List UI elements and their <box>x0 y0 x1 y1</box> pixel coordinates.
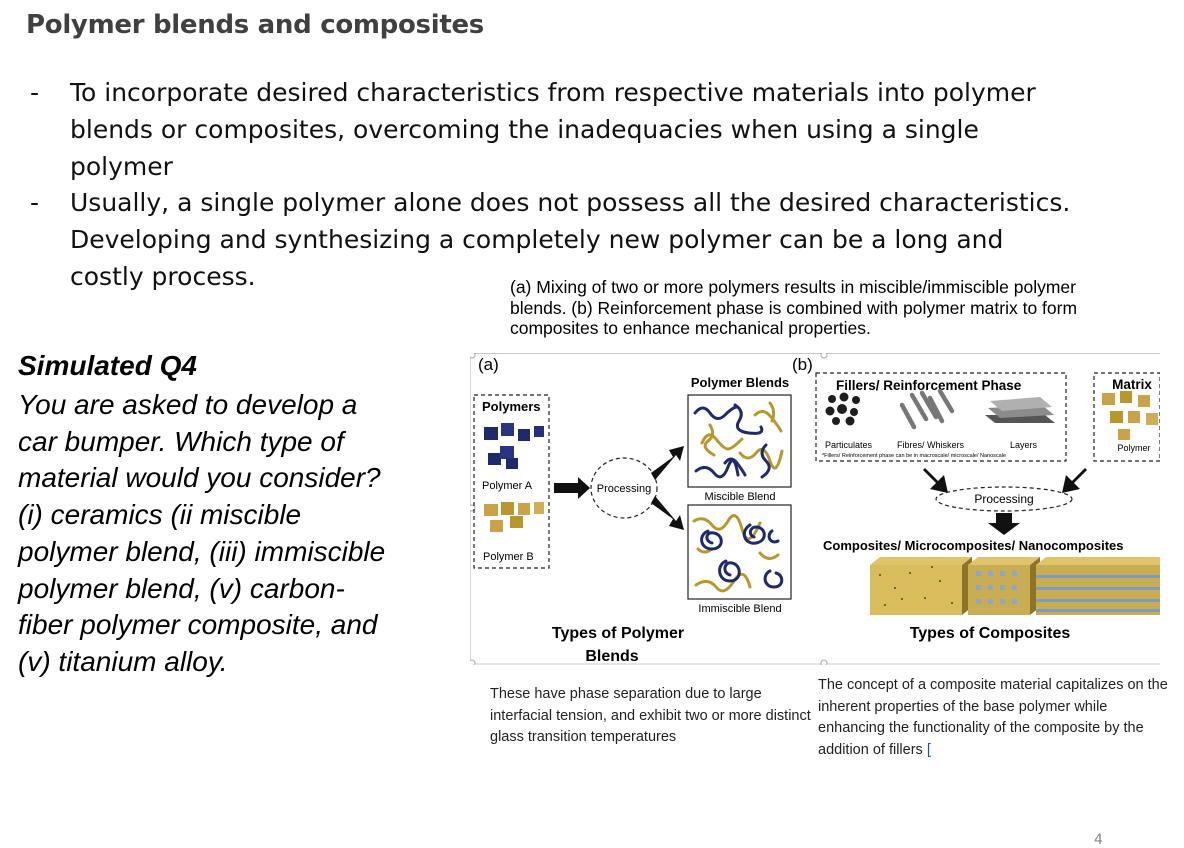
polymer-b-cubes <box>484 502 544 532</box>
polymer-figure[interactable]: (a) Polymers Polymer A Polymer B Process… <box>470 353 1160 665</box>
composites-title: Composites/ Microcomposites/ Nanocomposi… <box>823 538 1124 553</box>
arrow-down-icon <box>988 513 1020 535</box>
blends-title: Polymer Blends <box>691 375 789 390</box>
particulates-icon <box>825 392 860 426</box>
arrow-up-right-icon <box>651 446 684 480</box>
composites-note: The concept of a composite material capi… <box>818 675 1168 761</box>
polymer-b-label: Polymer B <box>483 551 534 563</box>
page-number: 4 <box>1094 832 1103 848</box>
composite-layered-slab <box>1036 557 1160 615</box>
figure-caption: (a) Mixing of two or more polymers resul… <box>510 277 1078 338</box>
blends-footer-line1: Types of Polymer <box>552 625 684 642</box>
processing-ellipse <box>935 486 1073 512</box>
composites-note-text: The concept of a composite material capi… <box>818 677 1168 758</box>
panel-a-label: (a) <box>478 355 499 374</box>
question-body: You are asked to develop a car bumper. W… <box>18 389 386 677</box>
composites-footer: Types of Composites <box>910 625 1071 642</box>
miscible-chains <box>693 401 784 479</box>
polymer-a-cubes <box>484 423 544 469</box>
bullet-dash: - <box>30 188 40 217</box>
immiscible-label: Immiscible Blend <box>698 603 781 615</box>
bullet-text: Usually, a single polymer alone does not… <box>70 188 1071 291</box>
particulates-label: Particulates <box>825 440 873 450</box>
slide-title: Polymer blends and composites <box>26 10 484 40</box>
polymers-box <box>473 394 550 569</box>
layers-icon <box>985 397 1055 423</box>
blends-footer-line2: Blends <box>585 648 638 665</box>
bullet-dash: - <box>30 78 40 107</box>
resize-handle[interactable] <box>820 659 828 665</box>
arrow-down-right-icon <box>923 468 948 493</box>
arrow-right-icon <box>554 477 590 499</box>
processing-label-b: Processing <box>974 492 1033 506</box>
composite-particulate-slab <box>870 557 972 615</box>
layers-label: Layers <box>1010 440 1038 450</box>
arrow-down-right-icon <box>651 496 684 530</box>
arrow-down-left-icon <box>1062 468 1087 493</box>
panel-b-label: (b) <box>792 355 813 374</box>
fibres-label: Fibres/ Whiskers <box>897 440 965 450</box>
matrix-title: Matrix <box>1112 377 1152 392</box>
polymer-label: Polymer <box>1117 443 1150 453</box>
resize-handle[interactable] <box>470 353 476 359</box>
resize-handle[interactable] <box>820 353 828 359</box>
processing-label: Processing <box>597 483 651 495</box>
blends-note: These have phase separation due to large… <box>490 686 811 745</box>
bullet-text: To incorporate desired characteristics f… <box>70 78 1036 181</box>
fillers-note: *Fillers/ Reinforcement phase can be in … <box>822 453 1006 459</box>
fillers-title: Fillers/ Reinforcement Phase <box>836 378 1022 393</box>
matrix-cubes <box>1102 391 1158 440</box>
resize-handle[interactable] <box>470 659 476 665</box>
composite-fibre-slab <box>968 557 1040 615</box>
fibres-icon <box>899 388 955 430</box>
polymers-box-title: Polymers <box>482 399 541 414</box>
miscible-label: Miscible Blend <box>705 491 776 503</box>
fillers-box <box>815 372 1067 462</box>
citation-link[interactable]: [ <box>926 741 931 758</box>
polymer-a-label: Polymer A <box>482 480 533 492</box>
immiscible-chains <box>692 514 784 593</box>
processing-circle <box>590 457 658 519</box>
question-title: Simulated Q4 <box>18 350 197 381</box>
